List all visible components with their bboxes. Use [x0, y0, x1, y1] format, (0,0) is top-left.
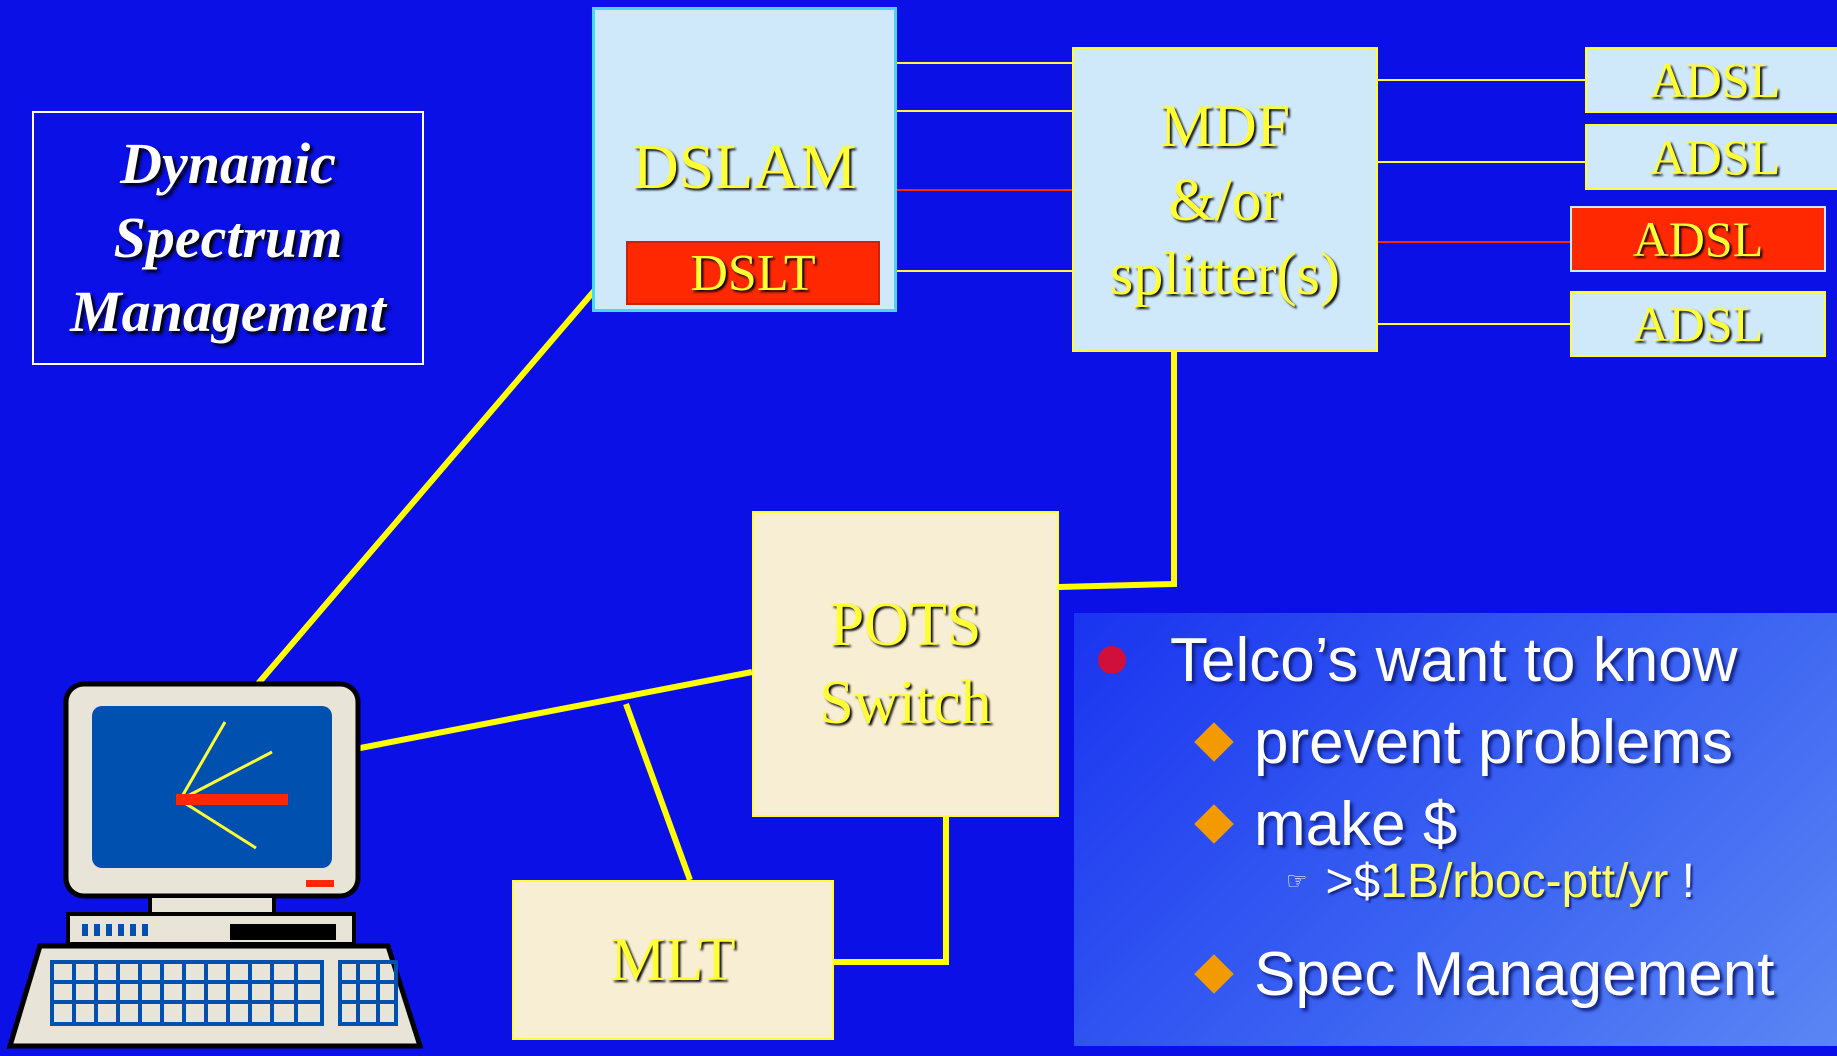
adsl-label-3: ADSL [1632, 211, 1764, 267]
bullet-sub-2-text: make $ [1254, 789, 1458, 859]
pots-mlt-link [834, 817, 949, 965]
pots-switch-box: POTS Switch [752, 511, 1059, 817]
computer-dslam-link [253, 254, 627, 688]
bullet-subsub: ☞ >$1B/rboc-ptt/yr ! [1286, 853, 1695, 909]
adsl-label-2: ADSL [1649, 129, 1781, 185]
bullet-main: Telco’s want to know [1074, 621, 1737, 699]
adsl-box-1: ADSL [1585, 47, 1837, 113]
bullet-sub-1: prevent problems [1194, 703, 1733, 781]
adsl-box-3-highlighted: ADSL [1570, 206, 1826, 272]
mdf-line-3: splitter(s) [1110, 240, 1340, 307]
diamond-bullet-icon [1194, 722, 1234, 762]
title-line-1: Dynamic [120, 131, 336, 196]
adsl-box-2: ADSL [1585, 124, 1837, 190]
diamond-bullet-icon [1194, 804, 1234, 844]
computer-pots-link [349, 669, 753, 753]
mdf-pots-link [1058, 352, 1177, 590]
adsl-box-4: ADSL [1570, 291, 1826, 357]
bullet-dot-icon [1098, 646, 1126, 674]
dslt-label: DSLT [690, 244, 816, 302]
mdf-line-2: &/or [1168, 166, 1282, 233]
pointing-hand-icon: ☞ [1286, 867, 1308, 895]
mdf-line-1: MDF [1159, 92, 1291, 159]
mlt-branch-link [623, 702, 693, 882]
subsub-prefix: >$ [1325, 854, 1381, 908]
bullet-sub-2: make $ [1194, 785, 1457, 863]
adsl-label-4: ADSL [1632, 296, 1764, 352]
subsub-highlight: 1B/rboc-ptt/yr [1380, 854, 1669, 908]
bullet-subsub-text: >$1B/rboc-ptt/yr ! [1326, 854, 1696, 909]
bullet-panel: Telco’s want to know prevent problems ma… [1074, 613, 1837, 1046]
title-line-2: Spectrum [113, 205, 343, 270]
title-box: Dynamic Spectrum Management [32, 111, 424, 365]
bullet-sub-1-text: prevent problems [1254, 707, 1734, 777]
bullet-sub-3: Spec Management [1194, 935, 1774, 1013]
mlt-box: MLT [512, 880, 834, 1040]
dslt-box: DSLT [626, 241, 880, 305]
bullet-sub-3-text: Spec Management [1254, 939, 1775, 1009]
mdf-box: MDF &/or splitter(s) [1072, 47, 1378, 352]
subsub-suffix: ! [1668, 854, 1696, 908]
bullet-main-text: Telco’s want to know [1170, 625, 1738, 695]
title-line-3: Management [70, 279, 386, 344]
mlt-label: MLT [610, 925, 736, 994]
pots-line-2: Switch [819, 669, 992, 737]
diamond-bullet-icon [1194, 954, 1234, 994]
adsl-label-1: ADSL [1649, 52, 1781, 108]
computer-terminal-icon [6, 681, 424, 1049]
dslam-label: DSLAM [632, 131, 857, 202]
pots-line-1: POTS [829, 591, 982, 659]
